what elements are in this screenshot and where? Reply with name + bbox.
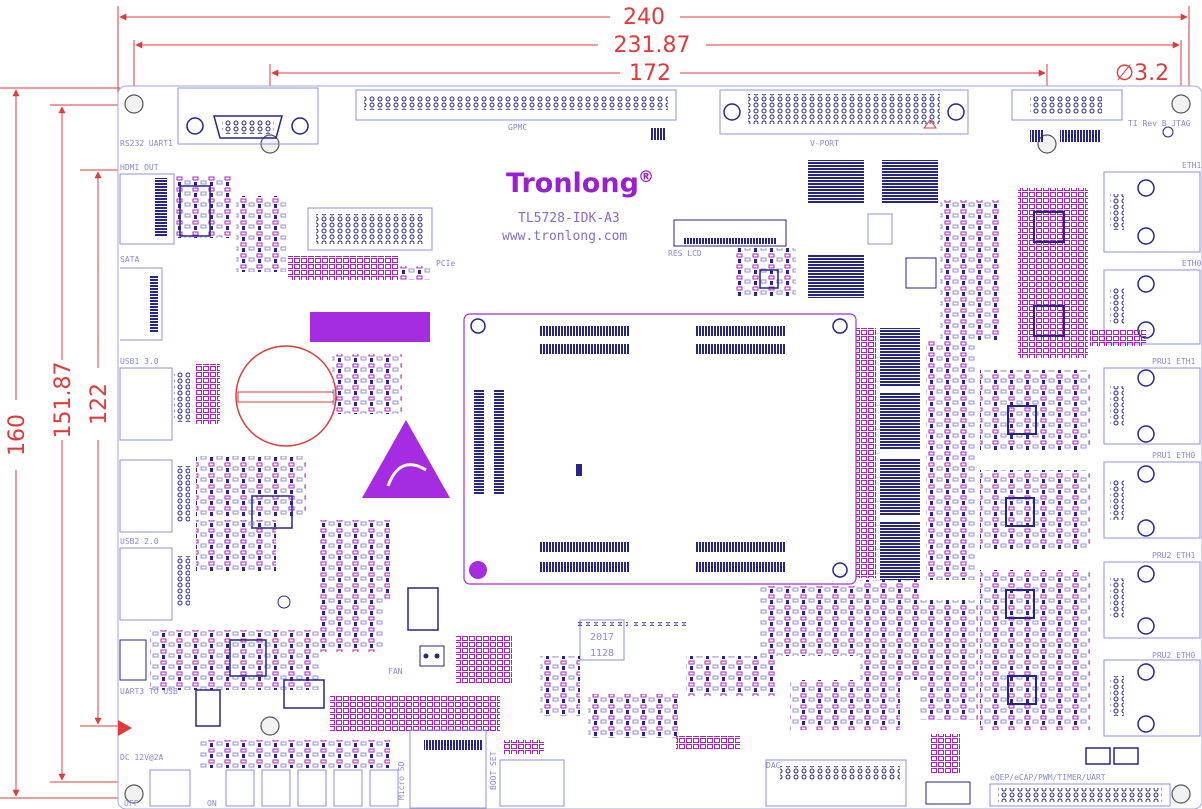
rj45-pru1-eth0: PRU1 ETH0 [1103,451,1201,539]
dim-hole-diameter: ∅3.2 [1115,61,1169,86]
res-lcd-label: RES LCD [668,249,702,258]
components: FAN Micro SD BOOT SET 2017 1128 DAC eQEP… [150,176,1171,809]
som-module [463,313,857,585]
eth1-label: ETH1 [1182,161,1201,170]
vport-connector: V-PORT [719,89,969,148]
pcie-connector: PCIe [307,207,455,268]
mounting-holes [124,94,1191,804]
dimension-labels: 240 231.87 172 ∅3.2 160 151.87 122 [5,5,1169,456]
dc-label: DC 12V@2A [120,753,164,762]
gpmc-label: GPMC [508,123,527,132]
rj45-pru2-eth0: PRU2 ETH0 [1103,651,1201,737]
board-model: TL5728-IDK-A3 [518,211,620,226]
rs232-label: RS232 UART1 [120,139,173,148]
on-label: ON [207,799,217,808]
left-connectors: RS232 UART1 HDMI OUT SATA USB1 3.0 USB2 … [119,139,217,808]
dim-width-inner: 172 [629,61,671,86]
rj45-eth0: ETH0 [1103,259,1201,345]
pru2-eth1-label: PRU2 ETH1 [1152,551,1196,560]
hdmi-label: HDMI OUT [120,163,159,172]
dac-label: DAC [766,761,781,770]
uart3-label: UART3 TO USB [120,687,178,696]
rj45-pru2-eth1: PRU2 ETH1 [1103,551,1201,639]
right-phy-area [856,328,1090,730]
usb3-label: USB1 3.0 [120,357,159,366]
dim-height-holes: 151.87 [51,362,76,439]
sata-label: SATA [120,255,139,264]
dim-width-total: 240 [623,5,665,30]
dim-height-total: 160 [5,414,30,456]
pru1-eth1-label: PRU1 ETH1 [1152,357,1196,366]
brand-url: www.tronlong.com [502,229,627,244]
rs232-connector [177,87,319,145]
jtag-label: TI Rev B JTAG [1128,119,1191,128]
dim-width-holes: 231.87 [614,33,691,58]
pru2-eth0-label: PRU2 ETH0 [1152,651,1196,660]
micro-sd-label: Micro SD [397,761,406,800]
dim-height-inner: 122 [87,383,112,425]
edge-marker [118,720,132,736]
usb2-label: USB2 2.0 [120,537,159,546]
brand-registered-mark: ® [638,167,654,186]
res-lcd-connector: RES LCD [668,219,787,258]
date-code: 1128 [590,648,614,659]
eth0-label: ETH0 [1182,259,1201,268]
brand-name: Tronlong [506,168,639,199]
ethernet-ports: ETH1 ETH0 PRU1 ETH1 PRU1 ETH0 [1103,161,1201,737]
rj45-pru1-eth1: PRU1 ETH1 [1103,357,1201,445]
pcie-label: PCIe [436,259,455,268]
boot-set-label: BOOT SET [489,751,498,790]
date-year: 2017 [590,632,614,643]
off-label: OFF [124,799,139,808]
eqep-label: eQEP/eCAP/PWM/TIMER/UART [990,773,1106,782]
brand-block: Tronlong ® TL5728-IDK-A3 www.tronlong.co… [502,167,654,244]
gpmc-header: GPMC [355,89,677,140]
vport-label: V-PORT [810,139,839,148]
rj45-eth1: ETH1 [1103,161,1201,253]
pru1-eth0-label: PRU1 ETH0 [1152,451,1196,460]
jtag-header: TI Rev B JTAG [1011,89,1191,142]
upper-right-ics [736,160,1146,358]
fan-label: FAN [388,667,403,676]
